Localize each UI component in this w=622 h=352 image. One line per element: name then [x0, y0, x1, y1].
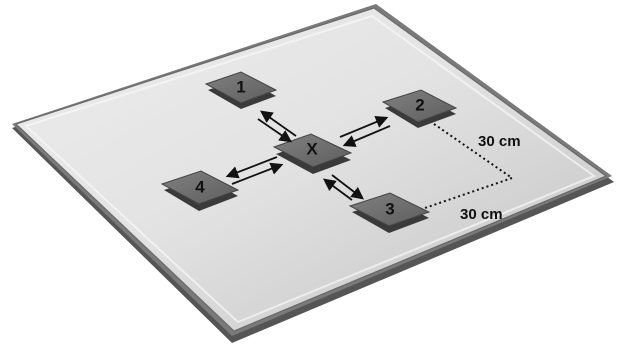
tile-3-label: 3	[385, 199, 394, 218]
arrows	[225, 110, 391, 201]
tile-center-label: X	[306, 139, 318, 158]
dimension-label-vertical: 30 cm	[478, 133, 521, 150]
tile-3: 3	[348, 192, 431, 233]
base-plate	[12, 4, 614, 343]
dimension-lines	[424, 123, 513, 209]
tile-1-label: 1	[236, 77, 245, 96]
dimension-line-vertical	[433, 123, 513, 179]
tile-2-label: 2	[415, 95, 424, 114]
dimension-label-horizontal: 30 cm	[460, 206, 503, 223]
tile-4: 4	[160, 170, 240, 211]
arrow-x-to-4	[225, 156, 278, 179]
arrow-2-to-x	[342, 125, 391, 147]
arrow-x-to-3	[331, 174, 364, 200]
tile-center: X	[272, 133, 353, 174]
tile-4-label: 4	[195, 177, 205, 196]
arrow-x-to-2	[339, 116, 389, 138]
tile-2: 2	[381, 89, 458, 128]
arrow-4-to-x	[231, 162, 284, 185]
arrow-1-to-x	[257, 118, 293, 143]
arrow-3-to-x	[322, 178, 353, 201]
dimension-line-horizontal	[424, 177, 513, 209]
tile-1: 1	[204, 71, 278, 109]
